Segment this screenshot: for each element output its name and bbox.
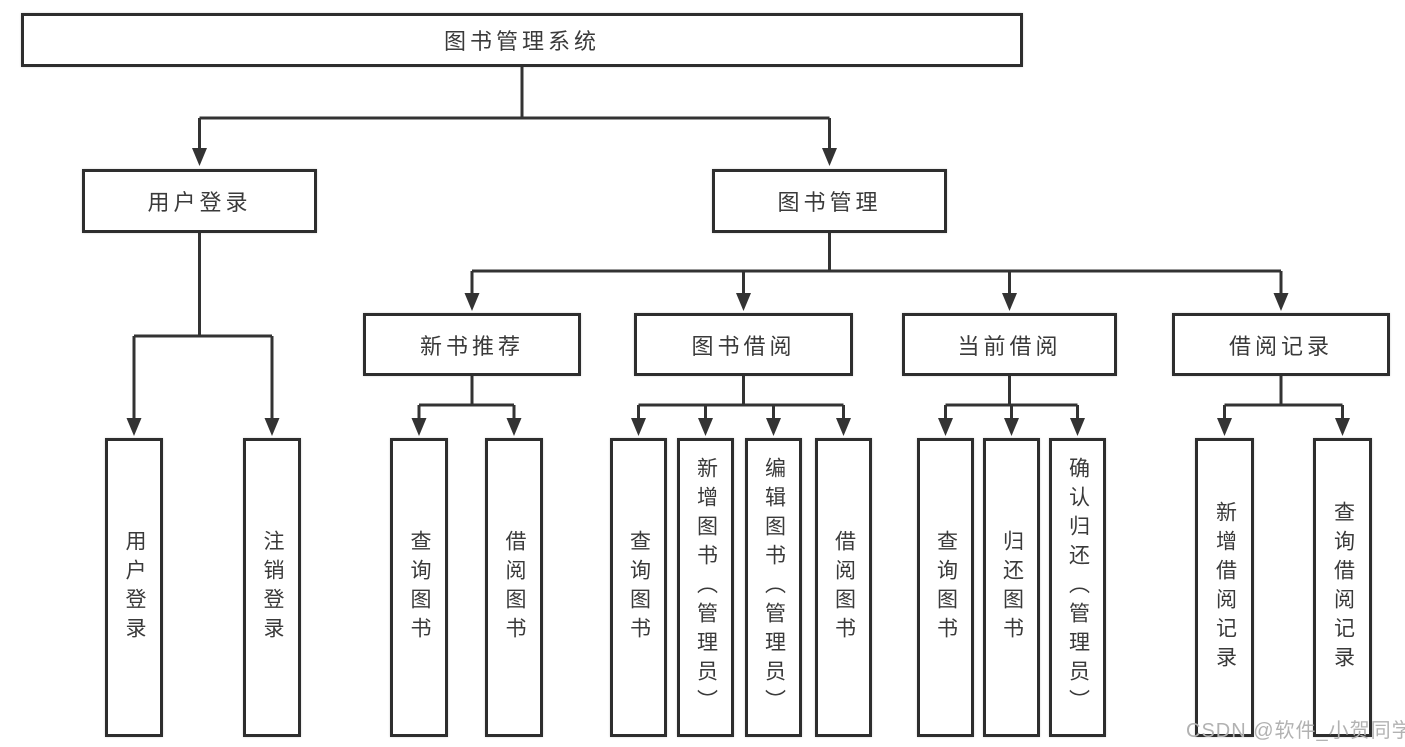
leaf-logout: 注销登录 [243,438,301,737]
edge-current-borrowing [944,376,1079,419]
leaf-borrow-books-borrowing: 借阅图书 [815,438,872,737]
arrow-down-icon [506,418,522,436]
leaf-query-books-borrowing: 查询图书 [610,438,667,737]
arrow-down-icon [411,418,427,436]
arrow-down-icon [464,293,480,311]
node-new-book-recommendation: 新书推荐 [363,313,581,376]
arrow-down-icon [766,418,781,436]
arrow-down-icon [822,148,837,166]
edge-book-management [470,233,1283,294]
leaf-edit-books-admin: 编辑图书（管理员） [745,438,802,737]
edge-user-login [132,233,274,419]
node-library-management-system: 图书管理系统 [21,13,1023,67]
leaf-add-books-admin: 新增图书（管理员） [677,438,734,737]
arrow-down-icon [264,418,280,436]
arrow-down-icon [836,418,851,436]
edge-root [198,67,831,149]
arrow-down-icon [1004,418,1019,436]
edge-book-borrowing [637,376,845,419]
arrow-down-icon [126,418,142,436]
edge-new-book [417,376,516,419]
arrow-down-icon [1070,418,1085,436]
edge-borrowing-records [1223,376,1344,419]
node-book-management: 图书管理 [712,169,947,233]
node-book-borrowing: 图书借阅 [634,313,853,376]
leaf-query-books-newbook: 查询图书 [390,438,448,737]
arrow-down-icon [736,293,751,311]
leaf-confirm-return-admin: 确认归还（管理员） [1049,438,1106,737]
leaf-borrow-books-newbook: 借阅图书 [485,438,543,737]
arrow-down-icon [192,148,207,166]
leaf-add-borrow-record: 新增借阅记录 [1195,438,1254,737]
node-user-login: 用户登录 [82,169,317,233]
node-borrowing-records: 借阅记录 [1172,313,1390,376]
node-current-borrowing: 当前借阅 [902,313,1117,376]
arrow-down-icon [1217,418,1232,436]
leaf-query-books-current: 查询图书 [917,438,974,737]
arrow-down-icon [1273,293,1289,311]
leaf-user-login: 用户登录 [105,438,163,737]
leaf-query-borrow-record: 查询借阅记录 [1313,438,1372,737]
arrow-down-icon [631,418,646,436]
watermark-text: CSDN @软件_小贺同学 [1186,720,1405,742]
arrow-down-icon [1335,418,1350,436]
arrow-down-icon [1002,293,1017,311]
arrow-down-icon [698,418,713,436]
leaf-return-books: 归还图书 [983,438,1040,737]
arrow-down-icon [938,418,953,436]
